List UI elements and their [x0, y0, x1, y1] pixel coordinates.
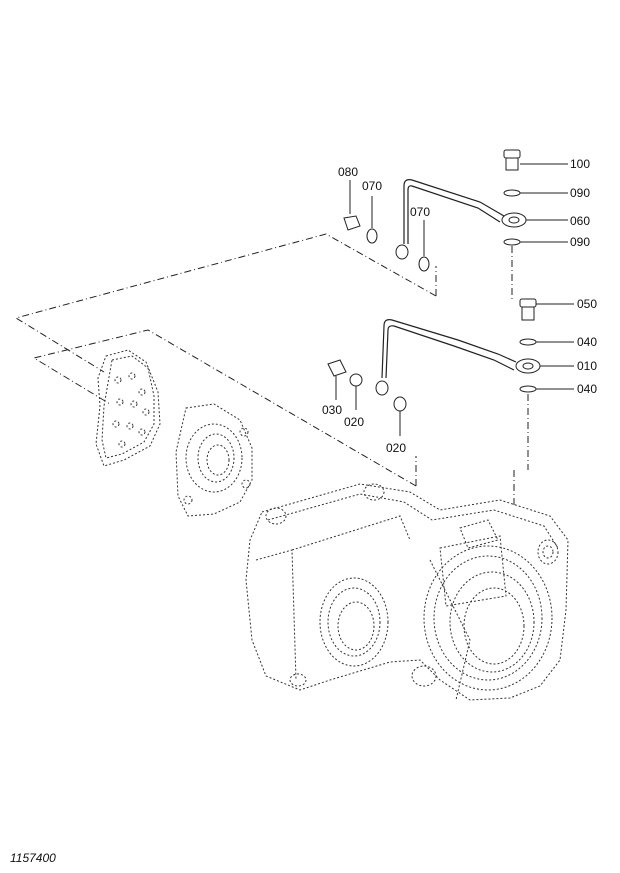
callout-040-upper: 040: [577, 335, 597, 349]
banjo-bolt-100: [503, 149, 568, 171]
banjo-eye-010: [515, 358, 574, 374]
callout-040-lower: 040: [577, 382, 597, 396]
callout-070-right: 070: [410, 205, 430, 219]
figure-number: 1157400: [10, 851, 56, 865]
callout-030: 030: [322, 403, 342, 417]
washer-090-upper: [503, 189, 568, 197]
transmission-case: [245, 483, 569, 701]
connector-030: [327, 359, 347, 400]
callout-labels: 100 090 060 090 080 070 070 050 040 010 …: [322, 157, 597, 455]
o-ring-020-left: [349, 373, 363, 410]
callout-010: 010: [577, 359, 597, 373]
callout-020-left: 020: [344, 415, 364, 429]
callout-090-lower: 090: [570, 235, 590, 249]
upper-pipe-assembly: [343, 149, 568, 272]
callout-060: 060: [570, 214, 590, 228]
cover-plate: [95, 349, 161, 467]
washer-090-lower: [503, 238, 568, 246]
pipe-010: [381, 319, 517, 379]
pipe-060: [403, 179, 505, 244]
callout-070-left: 070: [362, 179, 382, 193]
callout-100: 100: [570, 157, 590, 171]
o-ring-070-left: [366, 196, 378, 244]
callout-020-right: 020: [386, 441, 406, 455]
o-ring-020-right: [393, 396, 407, 436]
banjo-eye-060: [501, 212, 568, 228]
banjo-bolt-050: [519, 298, 574, 321]
bearing-housing: [175, 403, 253, 517]
assembly-centerlines: [14, 233, 529, 505]
callout-050: 050: [577, 297, 597, 311]
connector-080: [343, 180, 361, 231]
washer-040-upper: [519, 338, 574, 346]
lower-pipe-assembly: [327, 298, 574, 436]
washer-040-lower: [519, 385, 574, 393]
o-ring-070-right: [418, 220, 430, 272]
callout-090-upper: 090: [570, 186, 590, 200]
callout-080: 080: [338, 165, 358, 179]
